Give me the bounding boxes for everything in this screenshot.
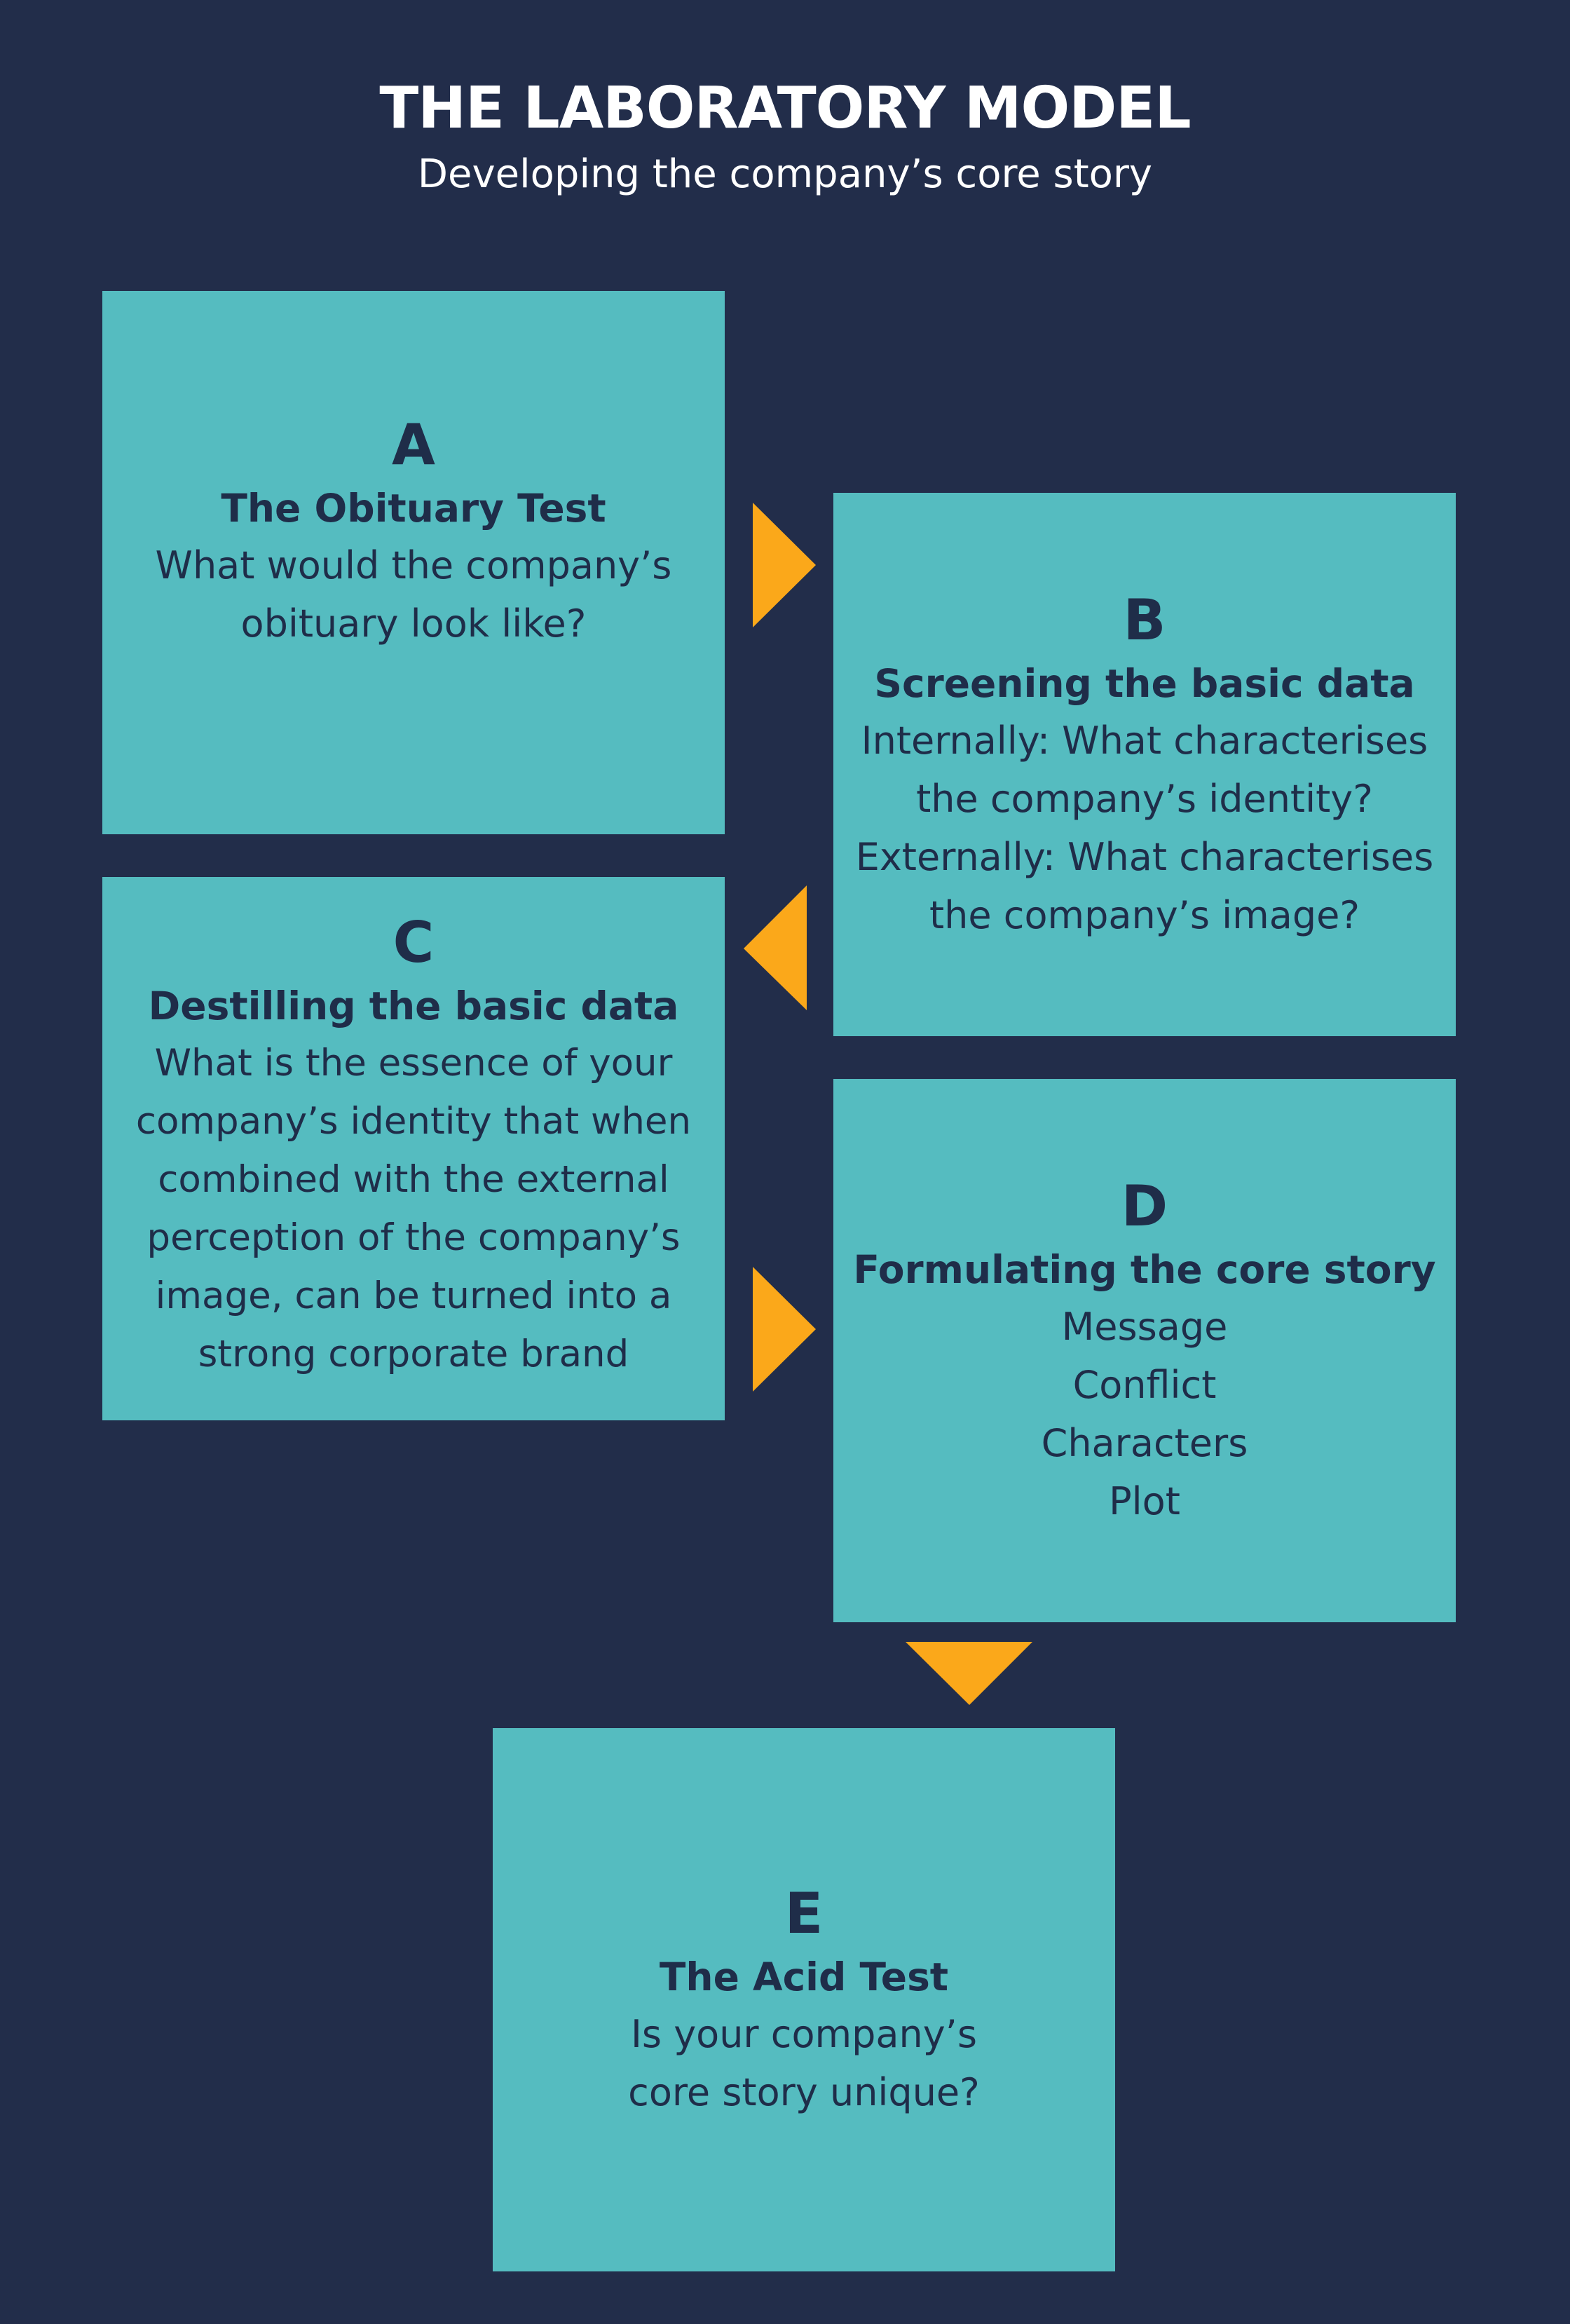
step-e-description: Is your company’s core story unique? <box>628 2005 980 2121</box>
arrow-a-to-b-icon <box>753 503 816 627</box>
step-d-box: D Formulating the core story Message Con… <box>833 1079 1456 1622</box>
step-d-line: Characters <box>1041 1420 1248 1465</box>
step-c-description: What is the essence of your company’s id… <box>136 1034 691 1383</box>
step-a-line: obituary look like? <box>240 601 587 646</box>
step-b-description: Internally: What characterises the compa… <box>856 712 1434 944</box>
step-a-letter: A <box>392 412 435 477</box>
step-c-line: perception of the company’s <box>146 1216 681 1259</box>
step-d-heading: Formulating the core story <box>853 1246 1436 1292</box>
step-c-line: company’s identity that when <box>135 1099 692 1143</box>
step-e-line: Is your company’s <box>630 2011 977 2056</box>
step-c-line: combined with the external <box>158 1157 669 1201</box>
step-e-box: E The Acid Test Is your company’s core s… <box>493 1728 1115 2271</box>
step-c-letter: C <box>392 909 435 975</box>
arrow-b-to-c-icon <box>744 885 807 1010</box>
step-e-line: core story unique? <box>628 2070 980 2114</box>
step-d-line: Conflict <box>1072 1362 1217 1407</box>
arrow-d-to-e-icon <box>906 1642 1032 1705</box>
step-e-heading: The Acid Test <box>659 1954 949 1999</box>
header: THE LABORATORY MODEL Developing the comp… <box>0 70 1570 202</box>
step-c-heading: Destilling the basic data <box>148 983 679 1028</box>
step-e-letter: E <box>784 1880 824 1946</box>
step-a-heading: The Obituary Test <box>221 485 606 531</box>
step-d-letter: D <box>1121 1173 1168 1239</box>
step-b-heading: Screening the basic data <box>874 660 1415 706</box>
arrow-c-to-d-icon <box>753 1267 816 1392</box>
step-c-line: image, can be turned into a <box>155 1274 672 1317</box>
step-c-box: C Destilling the basic data What is the … <box>102 877 725 1420</box>
step-d-line: Message <box>1061 1304 1228 1349</box>
step-b-line: the company’s identity? <box>916 776 1373 821</box>
step-d-line: Plot <box>1109 1479 1180 1523</box>
diagram-subtitle: Developing the company’s core story <box>417 151 1153 197</box>
step-b-box: B Screening the basic data Internally: W… <box>833 493 1456 1036</box>
step-b-line: Internally: What characterises <box>861 718 1428 763</box>
step-a-box: A The Obituary Test What would the compa… <box>102 291 725 834</box>
step-b-letter: B <box>1123 587 1166 653</box>
step-b-line: the company’s image? <box>929 892 1360 937</box>
step-c-line: What is the essence of your <box>154 1041 673 1085</box>
step-c-line: strong corporate brand <box>198 1332 629 1375</box>
step-a-line: What would the company’s <box>155 543 672 587</box>
step-d-description: Message Conflict Characters Plot <box>1042 1298 1248 1530</box>
step-b-line: Externally: What characterises <box>855 834 1434 879</box>
diagram-title: THE LABORATORY MODEL <box>379 75 1191 142</box>
step-a-description: What would the company’s obituary look l… <box>156 536 672 653</box>
